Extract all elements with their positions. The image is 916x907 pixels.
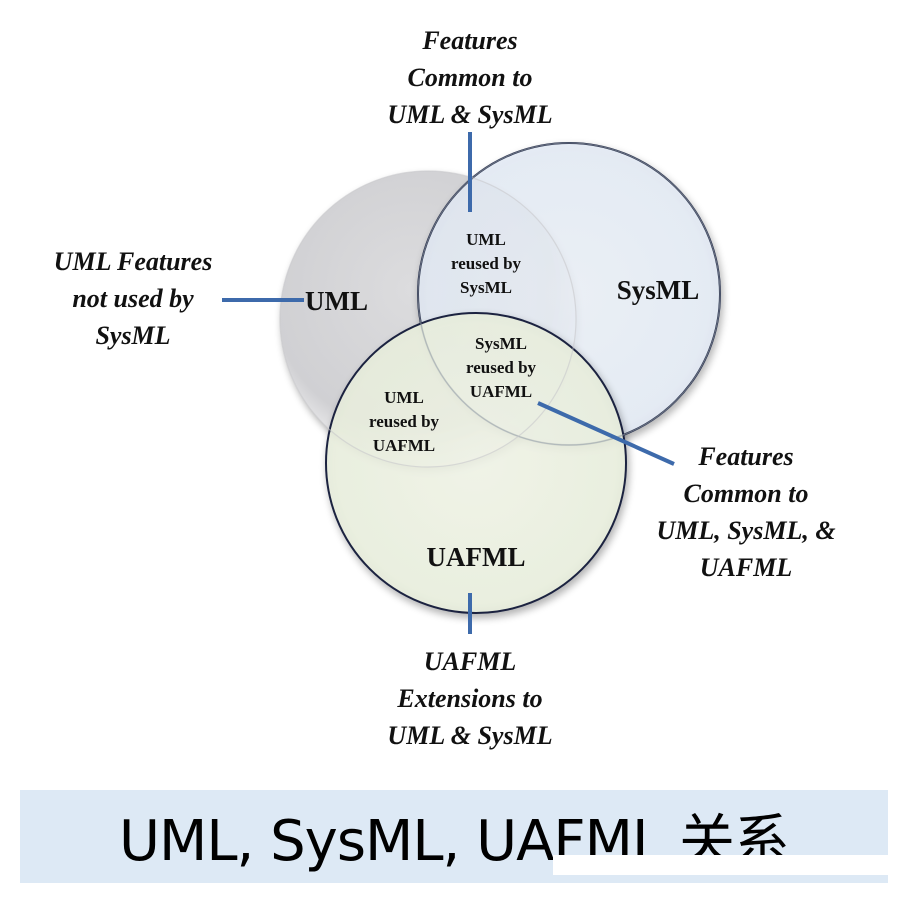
callout-line: UAFML <box>423 647 517 676</box>
callout-bottom: UAFML Extensions to UML & SysML <box>370 643 570 754</box>
callout-line: SysML <box>95 321 171 350</box>
sysml-uafml-intersection-label: SysML reused by UAFML <box>466 334 537 401</box>
sysml-label: SysML <box>617 275 700 305</box>
callout-top: Features Common to UML & SysML <box>370 22 570 133</box>
callout-line: Common to <box>407 63 533 92</box>
intersection-line: UML <box>466 230 506 249</box>
connector-right <box>537 401 675 466</box>
intersection-line: UAFML <box>373 436 435 455</box>
callout-right: Features Common to UML, SysML, & UAFML <box>640 438 852 586</box>
callout-line: UML & SysML <box>387 100 553 129</box>
intersection-line: reused by <box>466 358 537 377</box>
intersection-line: UAFML <box>470 382 532 401</box>
callout-line: UML Features <box>53 247 213 276</box>
callout-line: Features <box>698 442 794 471</box>
uafml-circle <box>325 312 627 614</box>
sysml-inner-edge <box>417 142 721 446</box>
callout-line: UML, SysML, & <box>656 516 836 545</box>
callout-line: Features <box>422 26 518 55</box>
callout-line: Common to <box>683 479 809 508</box>
callout-line: UML & SysML <box>387 721 553 750</box>
callout-left: UML Features not used by SysML <box>33 243 233 354</box>
callout-line: not used by <box>72 284 194 313</box>
intersection-line: reused by <box>369 412 440 431</box>
venn-diagram: UML SysML UAFML UML reused by SysML SysM… <box>222 132 721 634</box>
uml-uafml-intersection-label: UML reused by UAFML <box>369 388 440 455</box>
intersection-line: SysML <box>460 278 512 297</box>
callout-line: Extensions to <box>397 684 543 713</box>
uml-label: UML <box>305 286 368 316</box>
uafml-label: UAFML <box>427 542 526 572</box>
uml-sysml-intersection-label: UML reused by SysML <box>451 230 522 297</box>
intersection-line: reused by <box>451 254 522 273</box>
uml-inner-edge <box>279 170 577 468</box>
watermark-mask <box>553 855 890 875</box>
callout-line: UAFML <box>699 553 793 582</box>
intersection-line: SysML <box>475 334 527 353</box>
intersection-line: UML <box>384 388 424 407</box>
